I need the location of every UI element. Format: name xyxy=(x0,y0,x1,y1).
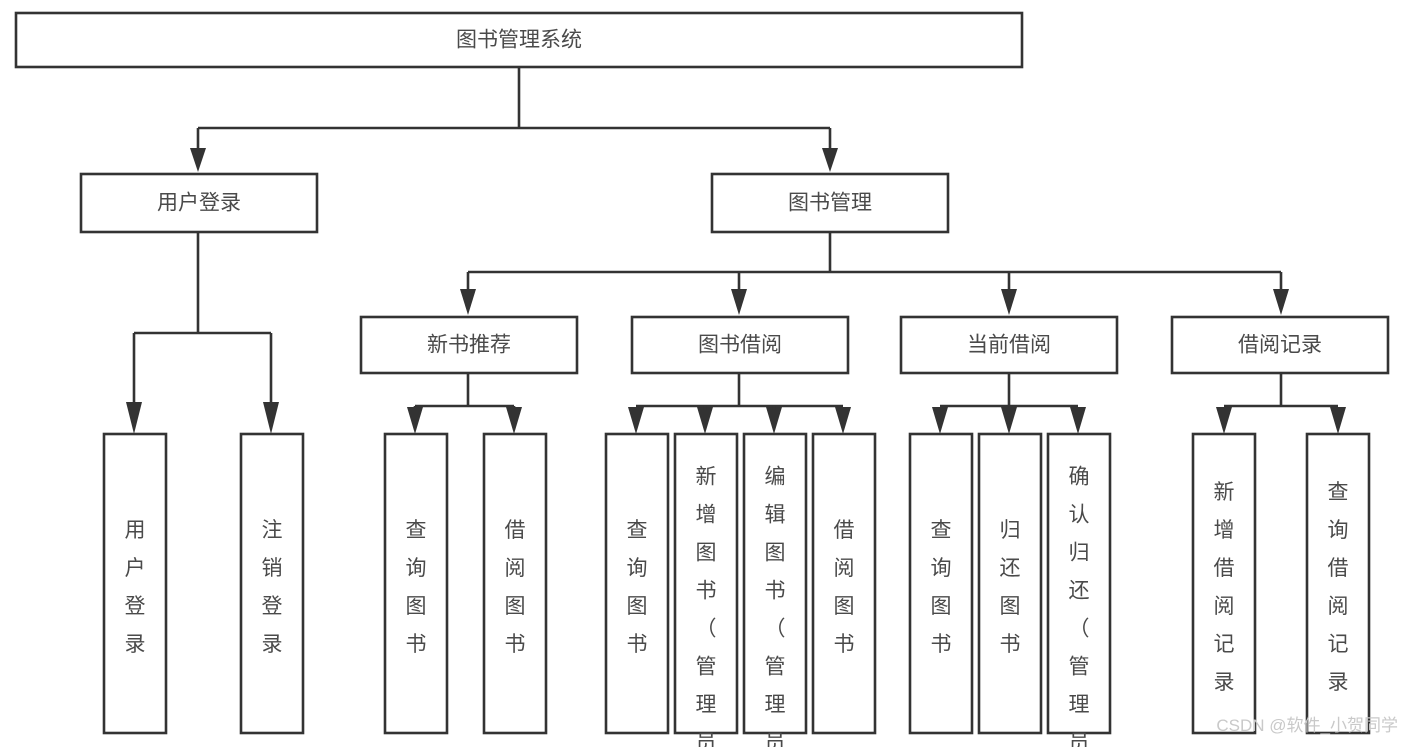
node-leaf-confirm-return-box[interactable] xyxy=(1046,432,1112,735)
arrow-head-leaf-edit-book xyxy=(766,407,782,434)
arrow-head-current-borrow xyxy=(1001,289,1017,315)
node-leaf-edit-book-label: 编辑图书（管理员） xyxy=(765,466,786,747)
arrow-head-leaf-borrow-book-1 xyxy=(506,407,522,434)
node-leaf-return-book[interactable]: 归还图书 xyxy=(977,432,1043,735)
node-leaf-query-record-label: 查询借阅记录 xyxy=(1328,481,1349,694)
node-leaf-edit-book-box[interactable] xyxy=(742,432,808,735)
node-leaf-add-book-box[interactable] xyxy=(673,432,739,735)
arrow-head-leaf-add-record xyxy=(1216,407,1232,434)
connector-group-borrow-record xyxy=(1216,373,1346,434)
node-leaf-query-book-3[interactable]: 查询图书 xyxy=(908,432,974,735)
node-leaf-add-record[interactable]: 新增借阅记录 xyxy=(1191,432,1257,735)
node-leaf-logout-login-label: 注销登录 xyxy=(262,519,283,656)
arrow-head-leaf-logout-login xyxy=(263,402,279,434)
node-leaf-edit-book[interactable]: 编辑图书（管理员） xyxy=(742,432,808,747)
node-book-borrow-label: 图书借阅 xyxy=(698,334,782,357)
node-borrow-record[interactable]: 借阅记录 xyxy=(1170,315,1390,375)
node-leaf-query-book-2-label: 查询图书 xyxy=(627,519,648,656)
connector-group-new-book-recommend xyxy=(407,373,522,434)
node-leaf-query-book-3-box[interactable] xyxy=(908,432,974,735)
node-new-book-recommend-box[interactable] xyxy=(359,315,579,375)
node-new-book-recommend[interactable]: 新书推荐 xyxy=(359,315,579,375)
arrow-head-leaf-return-book xyxy=(1001,407,1017,434)
node-leaf-return-book-box[interactable] xyxy=(977,432,1043,735)
arrow-head-new-book-recommend xyxy=(460,289,476,315)
node-root-label: 图书管理系统 xyxy=(456,29,582,52)
node-leaf-user-login-box[interactable] xyxy=(102,432,168,735)
node-leaf-user-login[interactable]: 用户登录 xyxy=(102,432,168,735)
node-borrow-record-box[interactable] xyxy=(1170,315,1390,375)
arrow-head-leaf-borrow-book-2 xyxy=(835,407,851,434)
arrow-head-leaf-add-book xyxy=(697,407,713,434)
node-leaf-query-book-2[interactable]: 查询图书 xyxy=(604,432,670,735)
connector-group-current-borrow xyxy=(932,373,1086,434)
node-book-borrow-box[interactable] xyxy=(630,315,850,375)
node-current-borrow-box[interactable] xyxy=(899,315,1119,375)
node-leaf-query-record[interactable]: 查询借阅记录 xyxy=(1305,432,1371,735)
arrow-head-leaf-query-book-2 xyxy=(628,407,644,434)
node-user-login-label: 用户登录 xyxy=(157,192,241,215)
node-leaf-query-book-1-box[interactable] xyxy=(383,432,449,735)
node-leaf-user-login-label: 用户登录 xyxy=(125,519,146,656)
node-book-borrow[interactable]: 图书借阅 xyxy=(630,315,850,375)
arrow-head-leaf-query-record xyxy=(1330,407,1346,434)
node-new-book-recommend-label: 新书推荐 xyxy=(427,334,511,357)
node-root-box[interactable] xyxy=(14,11,1024,69)
node-leaf-add-record-box[interactable] xyxy=(1191,432,1257,735)
node-book-management-box[interactable] xyxy=(710,172,950,234)
arrow-head-leaf-query-book-1 xyxy=(407,407,423,434)
node-leaf-add-book[interactable]: 新增图书（管理员） xyxy=(673,432,739,747)
node-leaf-confirm-return-label: 确认归还（管理员） xyxy=(1069,466,1090,747)
node-borrow-record-label: 借阅记录 xyxy=(1238,334,1322,357)
node-leaf-query-book-2-box[interactable] xyxy=(604,432,670,735)
arrow-head-book-borrow xyxy=(731,289,747,315)
node-leaf-confirm-return[interactable]: 确认归还（管理员） xyxy=(1046,432,1112,747)
node-root[interactable]: 图书管理系统 xyxy=(14,11,1024,69)
connector-group-book-management xyxy=(460,233,1289,315)
node-leaf-borrow-book-2-label: 借阅图书 xyxy=(834,519,855,656)
node-leaf-add-book-label: 新增图书（管理员） xyxy=(696,466,717,747)
node-leaf-query-record-box[interactable] xyxy=(1305,432,1371,735)
node-leaf-borrow-book-1[interactable]: 借阅图书 xyxy=(482,432,548,735)
node-leaf-query-book-3-label: 查询图书 xyxy=(931,519,952,656)
node-user-login[interactable]: 用户登录 xyxy=(79,172,319,234)
connector-group-book-borrow xyxy=(628,373,851,434)
node-leaf-add-record-label: 新增借阅记录 xyxy=(1214,481,1235,694)
node-leaf-borrow-book-1-box[interactable] xyxy=(482,432,548,735)
node-leaf-return-book-label: 归还图书 xyxy=(1000,519,1021,656)
csdn-watermark: CSDN @软件_小贺同学 xyxy=(1216,716,1398,735)
arrow-head-leaf-confirm-return xyxy=(1070,407,1086,434)
connector-group-user-login xyxy=(126,233,279,434)
node-book-management[interactable]: 图书管理 xyxy=(710,172,950,234)
node-leaf-logout-login[interactable]: 注销登录 xyxy=(239,432,305,735)
connector-group-root xyxy=(190,68,838,172)
node-leaf-query-book-1[interactable]: 查询图书 xyxy=(383,432,449,735)
node-leaf-borrow-book-1-label: 借阅图书 xyxy=(505,519,526,656)
node-leaf-borrow-book-2[interactable]: 借阅图书 xyxy=(811,432,877,735)
node-leaf-query-book-1-label: 查询图书 xyxy=(406,519,427,656)
node-current-borrow-label: 当前借阅 xyxy=(967,334,1051,357)
node-leaf-borrow-book-2-box[interactable] xyxy=(811,432,877,735)
arrow-head-leaf-user-login xyxy=(126,402,142,434)
arrow-head-book-management xyxy=(822,148,838,172)
node-leaf-logout-login-box[interactable] xyxy=(239,432,305,735)
node-user-login-box[interactable] xyxy=(79,172,319,234)
node-current-borrow[interactable]: 当前借阅 xyxy=(899,315,1119,375)
arrow-head-borrow-record xyxy=(1273,289,1289,315)
node-book-management-label: 图书管理 xyxy=(788,192,872,215)
arrow-head-leaf-query-book-3 xyxy=(932,407,948,434)
arrow-head-user-login xyxy=(190,148,206,172)
